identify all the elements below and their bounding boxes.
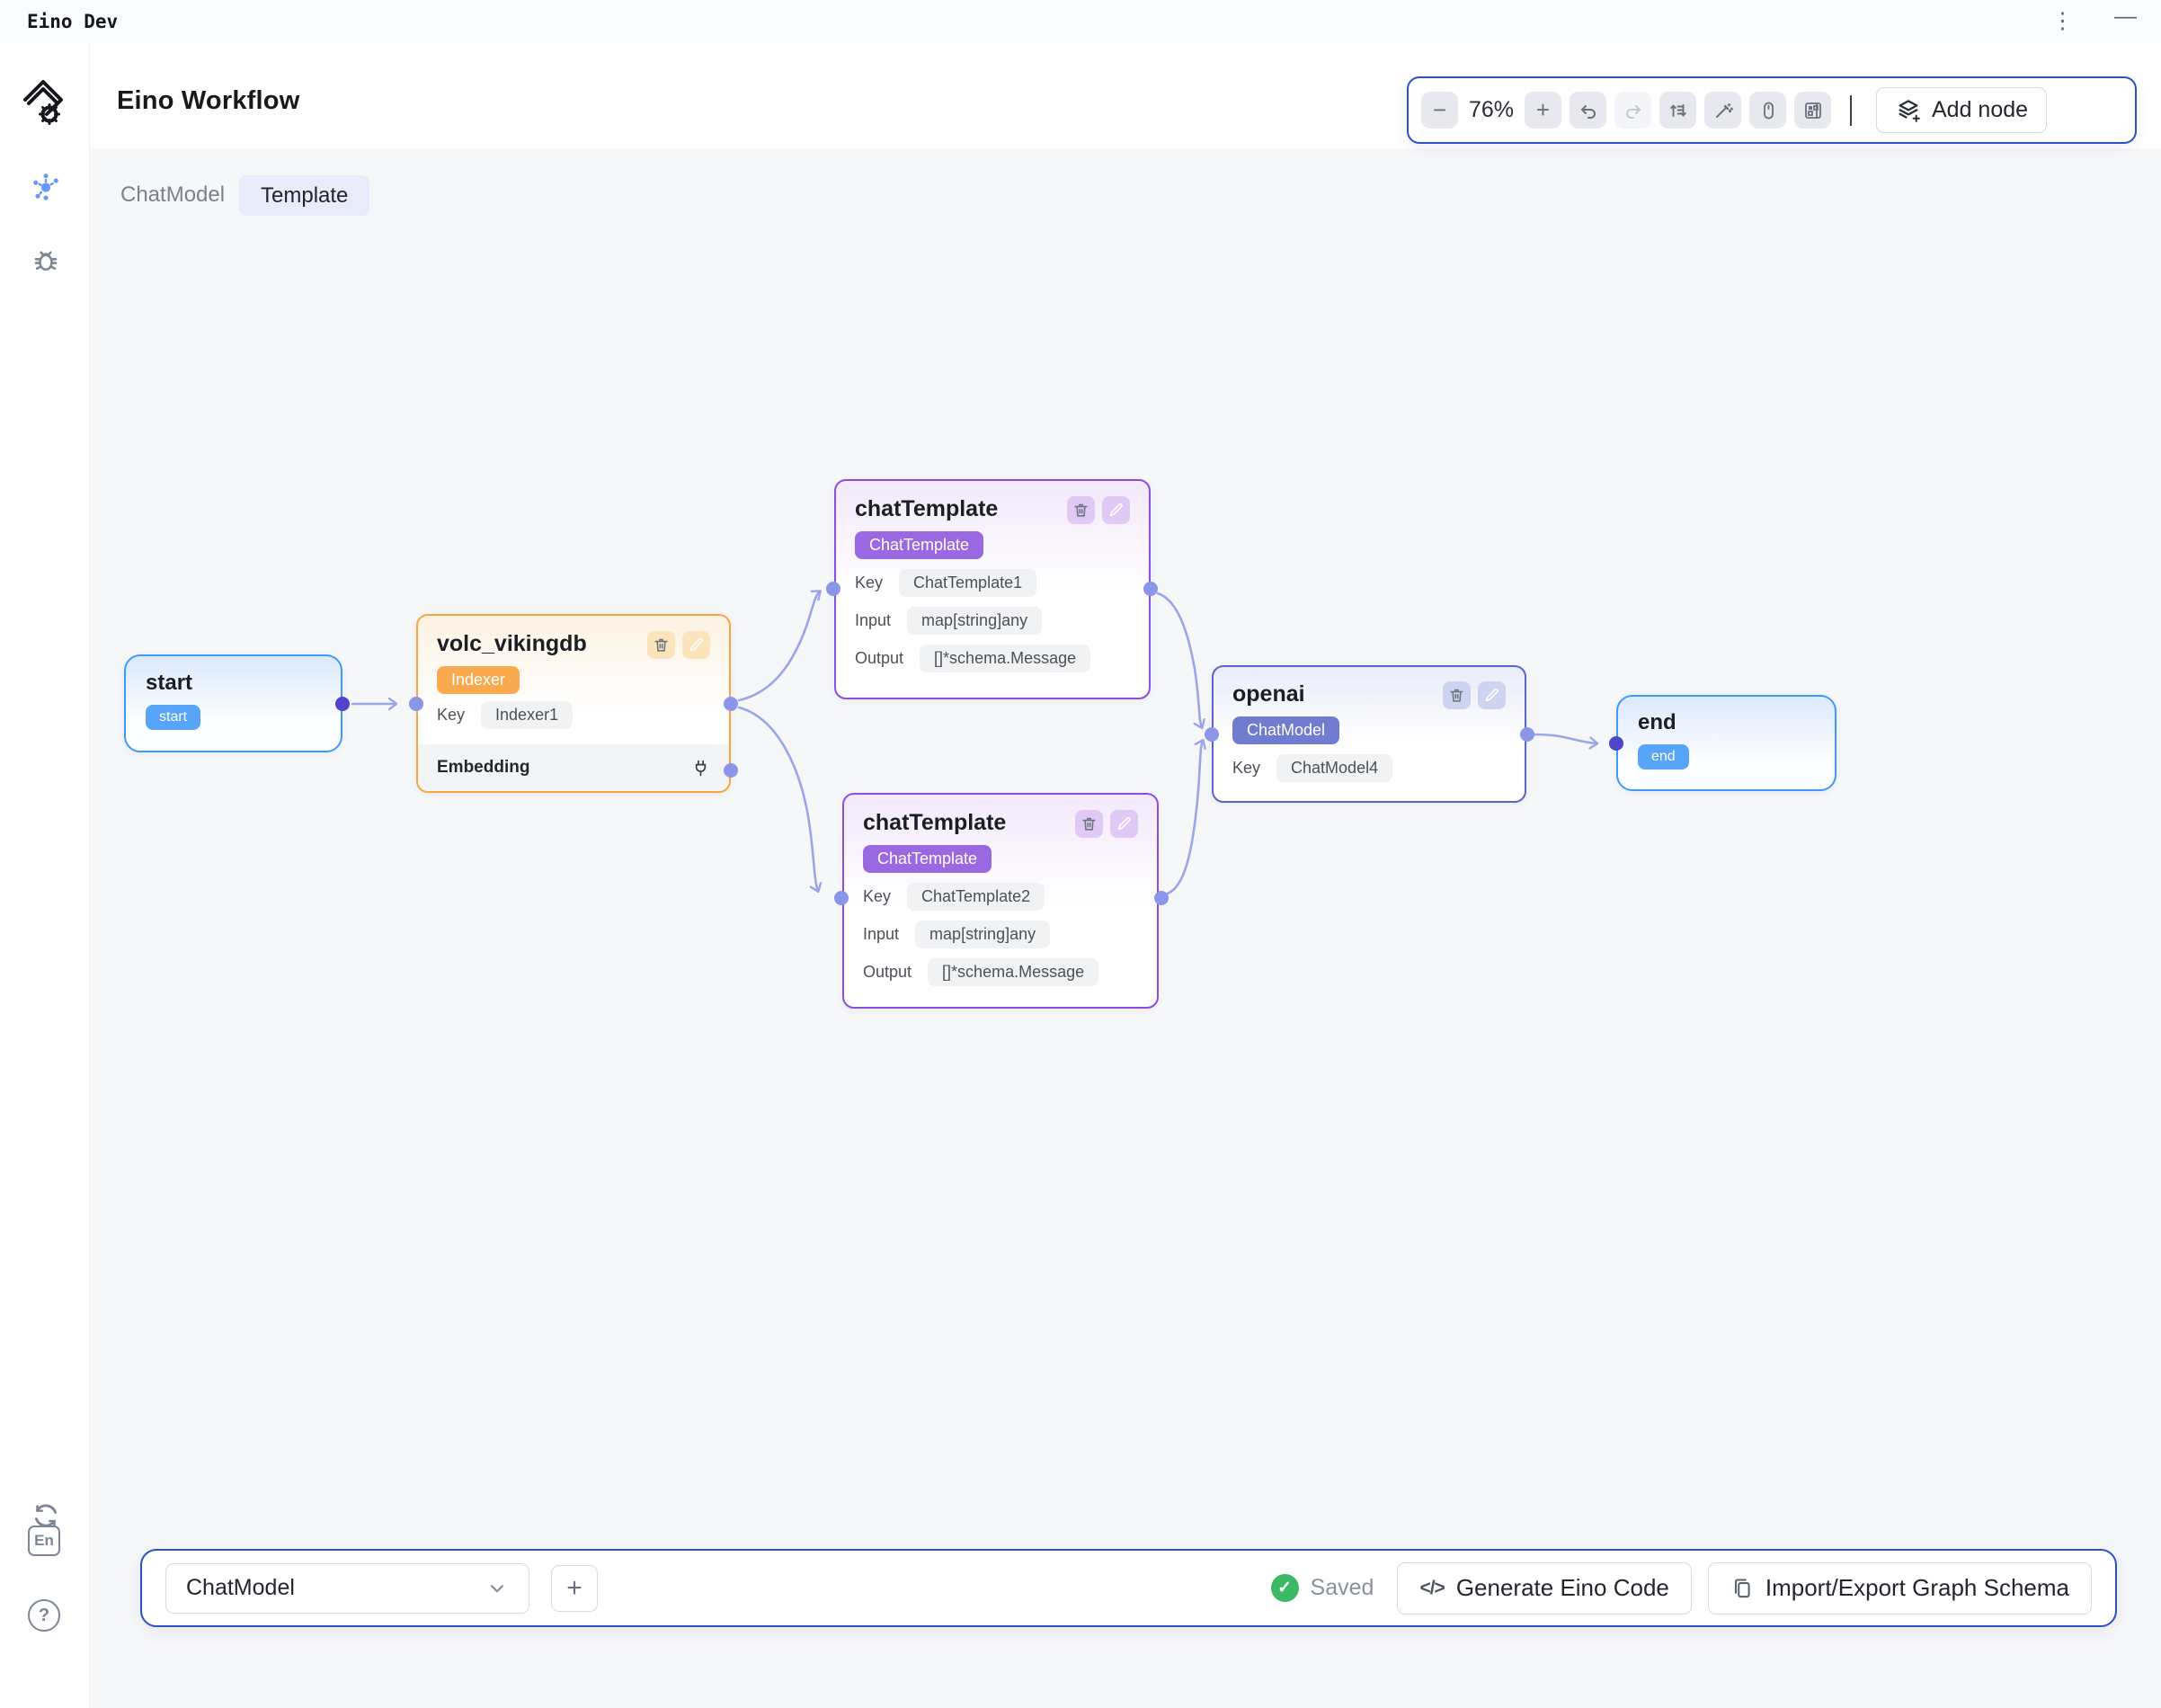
chevron-down-icon (485, 1577, 509, 1600)
eino-logo-icon (20, 76, 67, 127)
bottom-bar: ChatModel + ✓ Saved </> Generate Eino Co… (140, 1549, 2117, 1627)
node-title: end (1638, 710, 1676, 734)
save-status: ✓ Saved (1270, 1574, 1374, 1602)
window-minimize-icon[interactable]: — (2114, 4, 2137, 29)
language-toggle[interactable]: En (28, 1526, 60, 1556)
key-value-chip: ChatModel4 (1276, 754, 1393, 782)
edit-node-button[interactable] (1478, 681, 1506, 709)
import-export-schema-button[interactable]: Import/Export Graph Schema (1707, 1561, 2092, 1615)
generate-eino-code-button[interactable]: </> Generate Eino Code (1397, 1561, 1692, 1615)
node-type-badge: end (1638, 744, 1689, 769)
clipboard-icon (1730, 1577, 1754, 1600)
edge-ct2-openai (1166, 738, 1206, 895)
edge-openai-end (1532, 733, 1599, 750)
delete-node-button[interactable] (1443, 681, 1471, 709)
edit-node-button[interactable] (1102, 496, 1130, 524)
saved-label: Saved (1310, 1575, 1374, 1600)
add-graph-button[interactable]: + (551, 1564, 598, 1612)
mouse-mode-button[interactable] (1749, 92, 1786, 129)
node-start[interactable]: start start (124, 654, 342, 752)
redo-button[interactable] (1614, 92, 1651, 129)
zoom-in-button[interactable]: + (1525, 92, 1561, 129)
delete-node-button[interactable] (1075, 810, 1103, 838)
app-title: Eino Dev (27, 11, 119, 32)
canvas-toolbar: − 76% + Add node (1407, 76, 2137, 144)
output-value-chip: []*schema.Message (920, 645, 1091, 672)
zoom-out-button[interactable]: − (1421, 92, 1458, 129)
undo-button[interactable] (1570, 92, 1606, 129)
node-type-badge: Indexer (437, 666, 520, 694)
input-value-chip: map[string]any (907, 607, 1043, 635)
magic-wand-icon[interactable] (1704, 92, 1741, 129)
plug-icon (691, 759, 710, 778)
key-value-chip: Indexer1 (481, 701, 574, 729)
page-title: Eino Workflow (117, 86, 300, 115)
output-label: Output (855, 649, 904, 667)
embedding-label: Embedding (437, 758, 530, 777)
key-value-chip: ChatTemplate1 (899, 569, 1037, 597)
node-title: start (146, 671, 193, 695)
code-icon: </> (1419, 1577, 1445, 1598)
import-export-label: Import/Export Graph Schema (1765, 1574, 2069, 1601)
graph-select-dropdown[interactable]: ChatModel (165, 1562, 529, 1614)
output-value-chip: []*schema.Message (928, 958, 1099, 986)
key-value-chip: ChatTemplate2 (907, 883, 1045, 911)
node-openai[interactable]: openai ChatModel Key ChatModel4 (1212, 665, 1526, 803)
debug-bug-icon[interactable] (30, 244, 62, 276)
left-sidebar (0, 44, 90, 1708)
node-type-badge: ChatTemplate (855, 531, 984, 559)
layers-plus-icon (1895, 97, 1922, 124)
graph-select-value: ChatModel (186, 1575, 295, 1600)
add-node-label: Add node (1932, 97, 2029, 122)
minimap-button[interactable] (1794, 92, 1831, 129)
node-title: openai (1232, 681, 1305, 707)
input-value-chip: map[string]any (915, 921, 1051, 948)
help-icon[interactable]: ? (28, 1599, 60, 1632)
node-chattemplate-2[interactable]: chatTemplate ChatTemplate Key ChatTempla… (842, 793, 1159, 1009)
input-label: Input (863, 925, 900, 943)
auto-layout-button[interactable] (1659, 92, 1696, 129)
output-label: Output (863, 963, 912, 981)
generate-label: Generate Eino Code (1455, 1574, 1669, 1601)
edge-volc-ct1 (737, 590, 822, 702)
node-end[interactable]: end end (1616, 695, 1836, 791)
node-type-badge: ChatModel (1232, 716, 1340, 744)
edge-ct1-openai (1156, 592, 1205, 730)
node-chattemplate-1[interactable]: chatTemplate ChatTemplate Key ChatTempla… (834, 479, 1151, 699)
window-titlebar: Eino Dev ⋮ — (0, 0, 2161, 44)
embedding-section[interactable]: Embedding (418, 744, 729, 791)
edge-volc-ct2 (737, 706, 823, 894)
zoom-level: 76% (1468, 97, 1515, 122)
node-title: volc_vikingdb (437, 631, 587, 656)
delete-node-button[interactable] (647, 631, 675, 659)
key-label: Key (855, 574, 884, 592)
refresh-icon[interactable] (30, 1499, 62, 1532)
tab-template[interactable]: Template (239, 175, 370, 216)
saved-check-icon: ✓ (1270, 1574, 1299, 1602)
workflow-graph-icon[interactable] (30, 170, 62, 202)
key-label: Key (437, 706, 466, 724)
node-type-badge: start (146, 705, 201, 730)
key-label: Key (863, 887, 892, 905)
delete-node-button[interactable] (1067, 496, 1095, 524)
edit-node-button[interactable] (1110, 810, 1138, 838)
window-menu-icon[interactable]: ⋮ (2051, 8, 2074, 33)
tab-chatmodel[interactable]: ChatModel (120, 182, 226, 207)
node-title: chatTemplate (863, 810, 1007, 835)
input-label: Input (855, 611, 892, 629)
node-type-badge: ChatTemplate (863, 845, 992, 873)
key-label: Key (1232, 759, 1261, 777)
edit-node-button[interactable] (682, 631, 710, 659)
node-volc-vikingdb[interactable]: volc_vikingdb Indexer Key Indexer1 Embed… (416, 614, 731, 793)
toolbar-divider (1850, 94, 1852, 126)
add-node-button[interactable]: Add node (1876, 87, 2048, 133)
node-title: chatTemplate (855, 496, 999, 521)
